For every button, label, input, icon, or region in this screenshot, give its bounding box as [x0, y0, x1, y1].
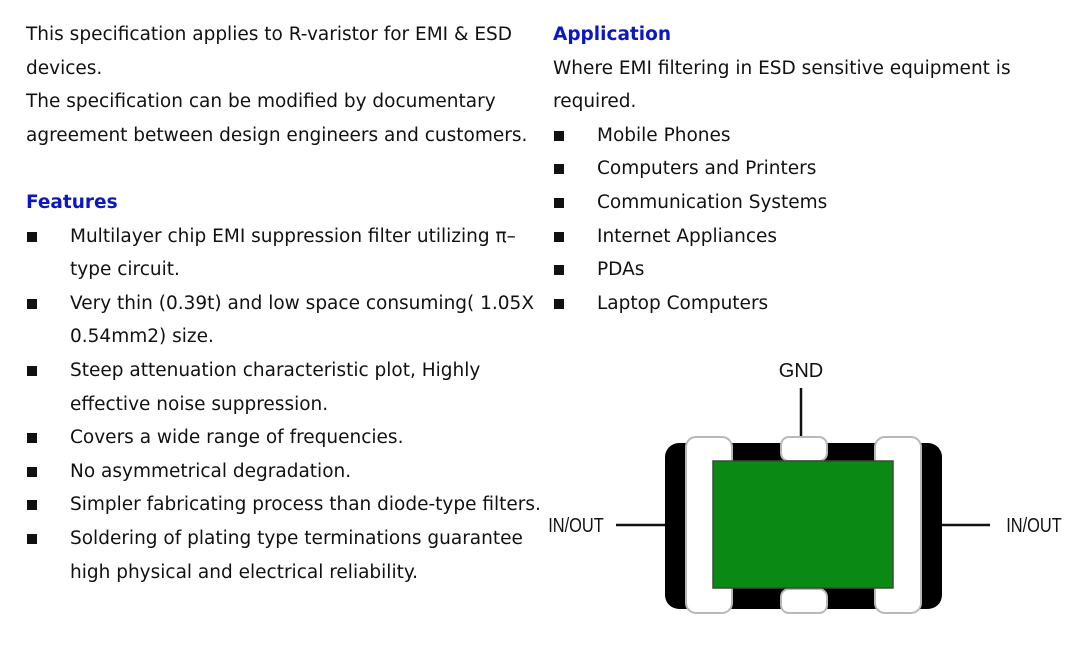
list-item: Steep attenuation characteristic plot, H… [26, 354, 541, 421]
gnd-label: GND [779, 360, 823, 382]
feature-text: Soldering of plating type terminations g… [70, 527, 523, 583]
features-list: Multilayer chip EMI suppression filter u… [26, 220, 541, 590]
section-spacer [26, 152, 541, 186]
application-text: Communication Systems [597, 191, 828, 213]
intro-line-1: This specification applies to R-varistor… [26, 24, 512, 79]
list-item: Computers and Printers [553, 152, 1053, 186]
square-bullet-icon [554, 197, 564, 208]
list-item: Very thin (0.39t) and low space consumin… [26, 287, 541, 354]
square-bullet-icon [27, 365, 37, 376]
feature-text: Steep attenuation characteristic plot, H… [70, 359, 481, 415]
intro-line-2: The specification can be modified by doc… [26, 91, 528, 146]
square-bullet-icon [554, 164, 564, 175]
list-item: PDAs [553, 253, 1053, 287]
application-heading: Application [553, 24, 672, 45]
application-description: Where EMI filtering in ESD sensitive equ… [553, 57, 1011, 113]
list-item: Mobile Phones [553, 119, 1053, 153]
square-bullet-icon [27, 298, 37, 309]
list-item: Communication Systems [553, 186, 1053, 220]
square-bullet-icon [554, 231, 564, 242]
chip-diagram: GND IN/OUT IN/OUT [548, 360, 1062, 614]
intro-section: This specification applies to R-varistor… [26, 18, 541, 152]
list-item: Simpler fabricating process than diode-t… [26, 488, 541, 522]
application-list: Mobile Phones Computers and Printers Com… [553, 119, 1053, 321]
square-bullet-icon [27, 500, 37, 511]
application-text: PDAs [597, 259, 645, 281]
square-bullet-icon [27, 466, 37, 477]
application-text: Internet Appliances [597, 225, 778, 247]
features-heading: Features [26, 191, 118, 213]
feature-text: Multilayer chip EMI suppression filter u… [70, 225, 516, 281]
square-bullet-icon [554, 298, 564, 309]
bottom-gnd-terminal [780, 588, 828, 614]
top-gnd-terminal [780, 436, 828, 462]
list-item: Multilayer chip EMI suppression filter u… [26, 220, 541, 287]
square-bullet-icon [27, 533, 37, 544]
list-item: Soldering of plating type terminations g… [26, 522, 541, 589]
filter-element [712, 460, 894, 589]
list-item: No asymmetrical degradation. [26, 455, 541, 489]
square-bullet-icon [554, 265, 564, 276]
square-bullet-icon [27, 231, 37, 242]
list-item: Laptop Computers [553, 287, 1053, 321]
application-text: Computers and Printers [597, 158, 817, 180]
feature-text: Simpler fabricating process than diode-t… [70, 494, 541, 516]
application-text: Laptop Computers [597, 292, 769, 314]
left-inout-label: IN/OUT [548, 513, 604, 536]
square-bullet-icon [554, 130, 564, 141]
right-column: Application Where EMI filtering in ESD s… [553, 18, 1053, 320]
list-item: Covers a wide range of frequencies. [26, 421, 541, 455]
list-item: Internet Appliances [553, 220, 1053, 254]
square-bullet-icon [27, 433, 37, 444]
right-inout-label: IN/OUT [1006, 513, 1062, 536]
feature-text: No asymmetrical degradation. [70, 460, 352, 482]
feature-text: Very thin (0.39t) and low space consumin… [70, 292, 534, 348]
application-text: Mobile Phones [597, 124, 731, 146]
feature-text: Covers a wide range of frequencies. [70, 427, 404, 449]
left-column: This specification applies to R-varistor… [26, 18, 541, 589]
